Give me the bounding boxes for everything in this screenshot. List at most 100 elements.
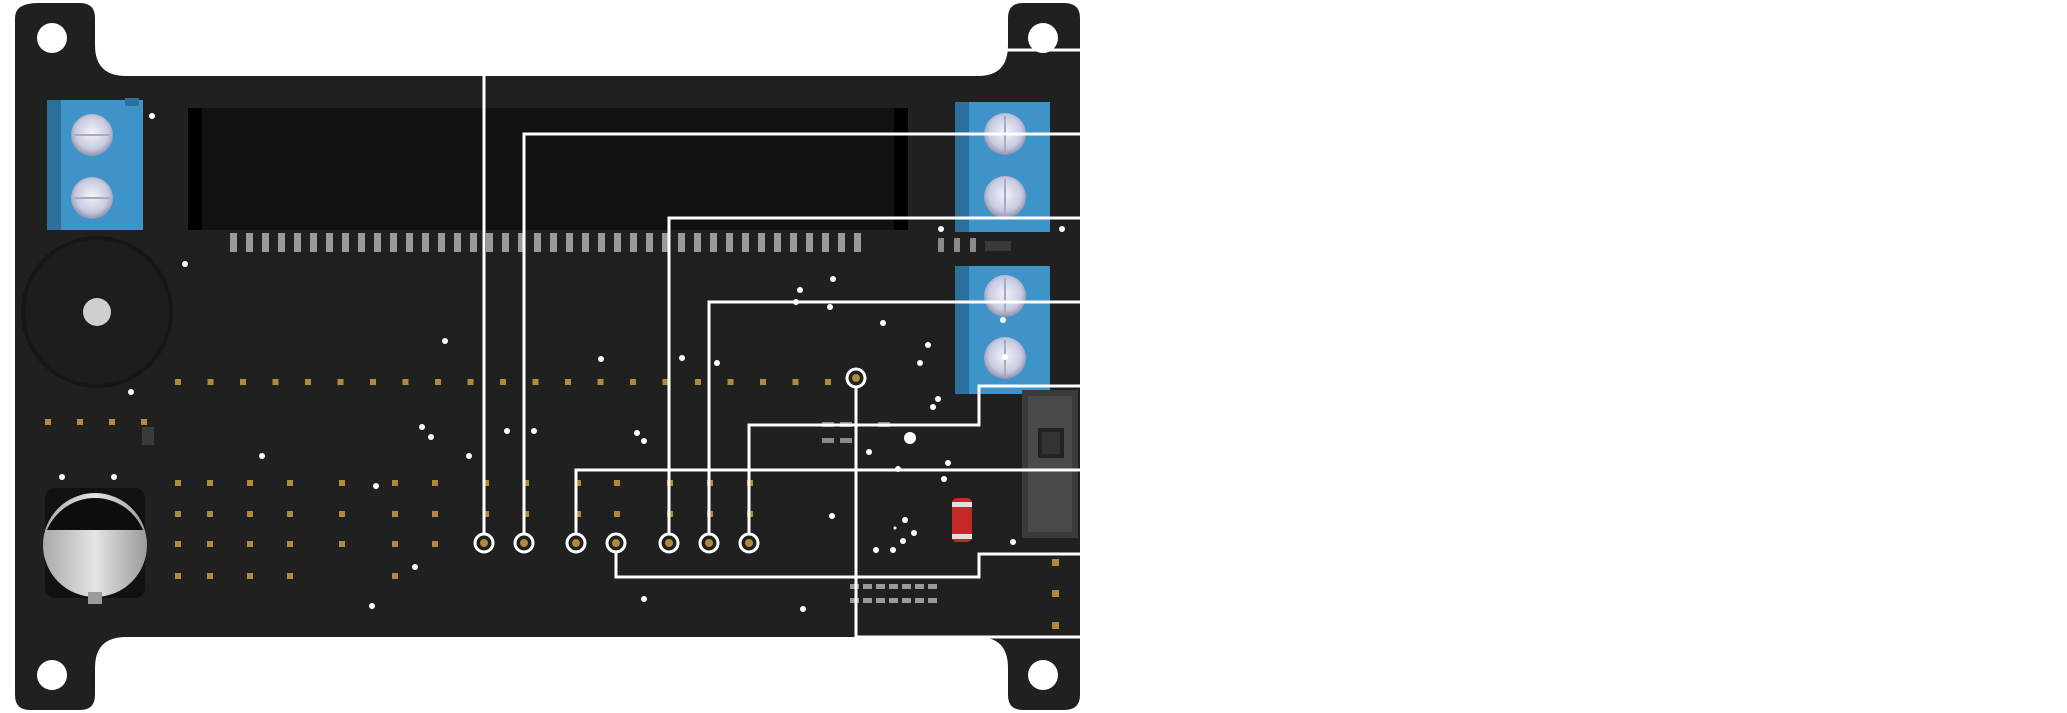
header-pin	[435, 379, 441, 385]
smd-pad	[889, 598, 898, 603]
mount-hole-icon	[1028, 23, 1058, 53]
diode	[952, 498, 972, 542]
header-pin	[175, 511, 181, 517]
via	[935, 396, 941, 402]
header-pin	[792, 379, 799, 385]
via	[797, 287, 803, 293]
lcd-pin	[774, 233, 781, 252]
lcd-pin	[614, 233, 621, 252]
test-point-pad	[572, 539, 580, 547]
via	[259, 453, 265, 459]
lcd-module-edge-right	[894, 108, 908, 230]
callout-line-8	[614, 543, 1082, 579]
header-pin	[392, 480, 398, 486]
mount-hole-icon	[37, 660, 67, 690]
lcd-pin	[954, 238, 960, 252]
header-pin	[825, 379, 831, 385]
lcd-pin	[646, 233, 653, 252]
lcd-pin	[854, 233, 861, 252]
coin-battery	[43, 488, 147, 604]
via	[873, 547, 879, 553]
via	[925, 342, 931, 348]
left-terminal-block	[47, 98, 143, 230]
small-smd-component	[985, 241, 1011, 251]
header-pin	[247, 480, 253, 486]
header-pin	[565, 379, 571, 385]
lcd-pin	[598, 233, 605, 252]
lcd-module-edge-left	[188, 108, 202, 230]
test-point-icon	[845, 367, 867, 389]
via	[866, 449, 872, 455]
via	[938, 226, 944, 232]
lcd-pin	[838, 233, 845, 252]
lcd-pin	[534, 233, 541, 252]
header-pin	[370, 379, 376, 385]
header-pin	[662, 379, 669, 385]
lcd-pin	[454, 233, 461, 252]
slide-switch	[1022, 390, 1078, 538]
header-pin	[207, 511, 213, 517]
via	[59, 474, 65, 480]
callout-line-7	[574, 468, 1082, 543]
smd-pad	[876, 598, 885, 603]
lcd-pin	[710, 233, 717, 252]
via	[182, 261, 188, 267]
lcd-pin	[938, 238, 944, 252]
lcd-pin	[790, 233, 797, 252]
header-pin	[483, 480, 489, 486]
via	[800, 606, 806, 612]
via	[641, 596, 647, 602]
header-pin	[339, 480, 345, 486]
via	[641, 438, 647, 444]
via	[428, 434, 434, 440]
via	[1002, 354, 1008, 360]
header-pin	[523, 511, 529, 517]
mount-hole-icon	[37, 23, 67, 53]
header-pin	[109, 419, 115, 425]
right-terminal-block-bottom	[955, 266, 1050, 394]
lcd-pin	[390, 233, 397, 252]
header-pin	[45, 419, 51, 425]
header-pin	[392, 541, 398, 547]
smd-pad	[915, 598, 924, 603]
via	[911, 530, 917, 536]
header-pin	[727, 379, 734, 385]
lcd-pin	[470, 233, 477, 252]
lcd-pin	[342, 233, 349, 252]
header-pin	[305, 379, 311, 385]
via	[917, 360, 923, 366]
header-pin	[175, 480, 181, 486]
mount-hole-icon	[1028, 660, 1058, 690]
lcd-pin	[294, 233, 301, 252]
lcd-pin	[502, 233, 509, 252]
callout-lines	[482, 48, 1082, 639]
test-point-icon	[605, 532, 627, 554]
via	[1059, 226, 1065, 232]
smd-pad	[902, 584, 911, 589]
via	[941, 476, 947, 482]
test-point-icon	[738, 532, 760, 554]
header-pin	[247, 541, 253, 547]
header-pin	[432, 541, 438, 547]
lcd-pin	[566, 233, 573, 252]
test-point-icon	[565, 532, 587, 554]
via	[890, 547, 896, 553]
header-pin	[392, 511, 398, 517]
header-pin	[339, 511, 345, 517]
lcd-pin	[486, 233, 493, 252]
via	[1010, 539, 1016, 545]
lcd-pin	[678, 233, 685, 252]
header-pin	[175, 541, 181, 547]
via	[466, 453, 472, 459]
lcd-pin	[278, 233, 285, 252]
via	[714, 360, 720, 366]
header-pin	[432, 511, 438, 517]
header-pin	[207, 573, 213, 579]
header-pin	[175, 379, 181, 385]
lcd-pin	[358, 233, 365, 252]
via	[1000, 317, 1006, 323]
via	[128, 389, 134, 395]
via	[827, 304, 833, 310]
side-pin-column	[1052, 559, 1059, 629]
